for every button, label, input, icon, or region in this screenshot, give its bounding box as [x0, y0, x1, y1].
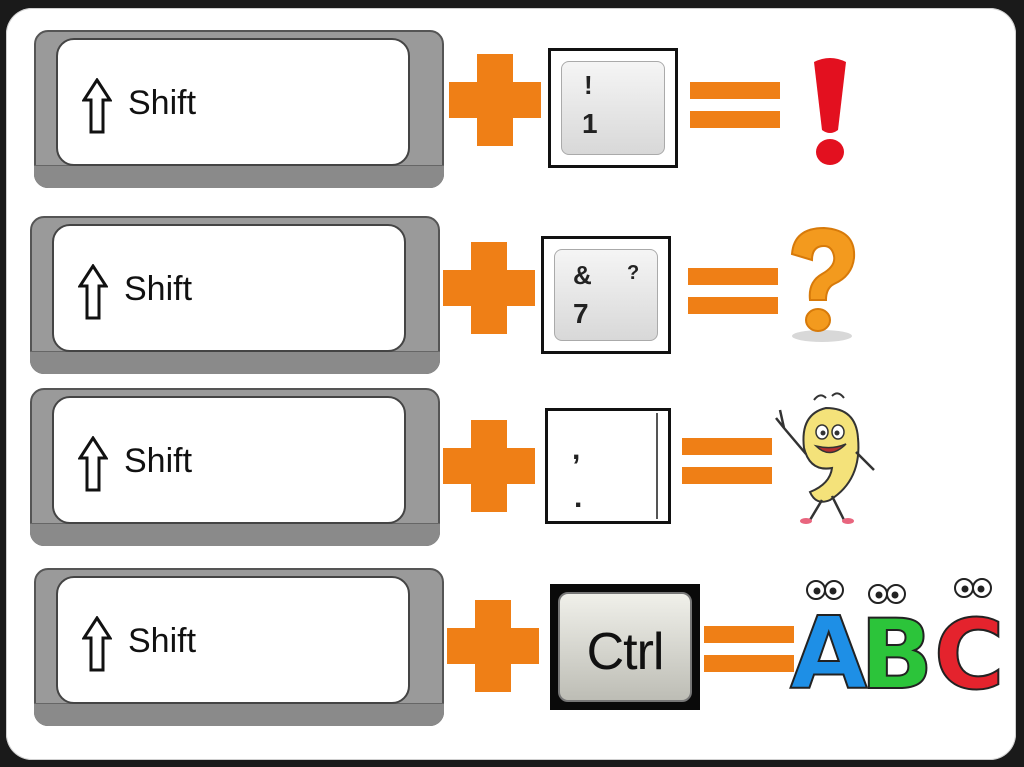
- key-char-bottom: 7: [573, 298, 589, 329]
- letter-a: A: [790, 595, 867, 700]
- equals-icon: [688, 268, 778, 316]
- key-char-top: ,: [572, 433, 581, 466]
- shift-key: Shift: [30, 388, 440, 546]
- letter-b: B: [860, 599, 933, 700]
- key-char-top: !: [584, 70, 593, 100]
- shift-label: Shift: [124, 442, 193, 480]
- equals-icon: [704, 626, 794, 674]
- shift-arrow-icon: [82, 78, 112, 134]
- row-comma: Shift , .: [0, 386, 1024, 556]
- row-exclamation: Shift ! 1: [0, 28, 1024, 198]
- shift-label: Shift: [124, 270, 193, 308]
- shift-arrow-icon: [78, 436, 108, 492]
- shift-key-face: Shift: [52, 396, 406, 524]
- shift-arrow-icon: [78, 264, 108, 320]
- shift-key-face: Shift: [52, 224, 406, 352]
- key-comma: , .: [545, 408, 671, 524]
- shift-arrow-icon: [82, 616, 112, 672]
- letter-c: C: [934, 599, 1004, 700]
- key-cap: ! 1: [561, 61, 665, 155]
- shift-key: Shift: [34, 568, 444, 726]
- shift-key: Shift: [34, 30, 444, 188]
- shift-key: Shift: [30, 216, 440, 374]
- shift-label: Shift: [128, 622, 197, 660]
- plus-icon: [443, 242, 535, 334]
- key-char-top-left: &: [573, 260, 592, 290]
- plus-icon: [447, 600, 539, 692]
- shift-label: Shift: [128, 84, 197, 122]
- row-question: Shift & ? 7: [0, 214, 1024, 384]
- equals-icon: [690, 82, 780, 130]
- shift-key-face: Shift: [56, 576, 410, 704]
- key-7: & ? 7: [541, 236, 671, 354]
- abc-letters-icon: A B C: [789, 578, 1005, 700]
- key-char-top-right: ?: [627, 262, 640, 284]
- plus-icon: [449, 54, 541, 146]
- key-char-bottom: 1: [582, 108, 598, 139]
- key-1: ! 1: [548, 48, 678, 168]
- key-ctrl: Ctrl: [550, 584, 700, 710]
- shift-key-face: Shift: [56, 38, 410, 166]
- ctrl-label: Ctrl: [586, 623, 665, 681]
- equals-icon: [682, 438, 772, 486]
- exclamation-mark-icon: [814, 58, 846, 165]
- plus-icon: [443, 420, 535, 512]
- row-abc: Shift Ctrl A B C: [0, 566, 1024, 736]
- comma-character-icon: [775, 392, 875, 524]
- key-cap: Ctrl: [558, 592, 692, 702]
- key-cap: & ? 7: [554, 249, 658, 341]
- question-mark-icon: [790, 226, 856, 342]
- key-char-bottom: .: [574, 481, 583, 514]
